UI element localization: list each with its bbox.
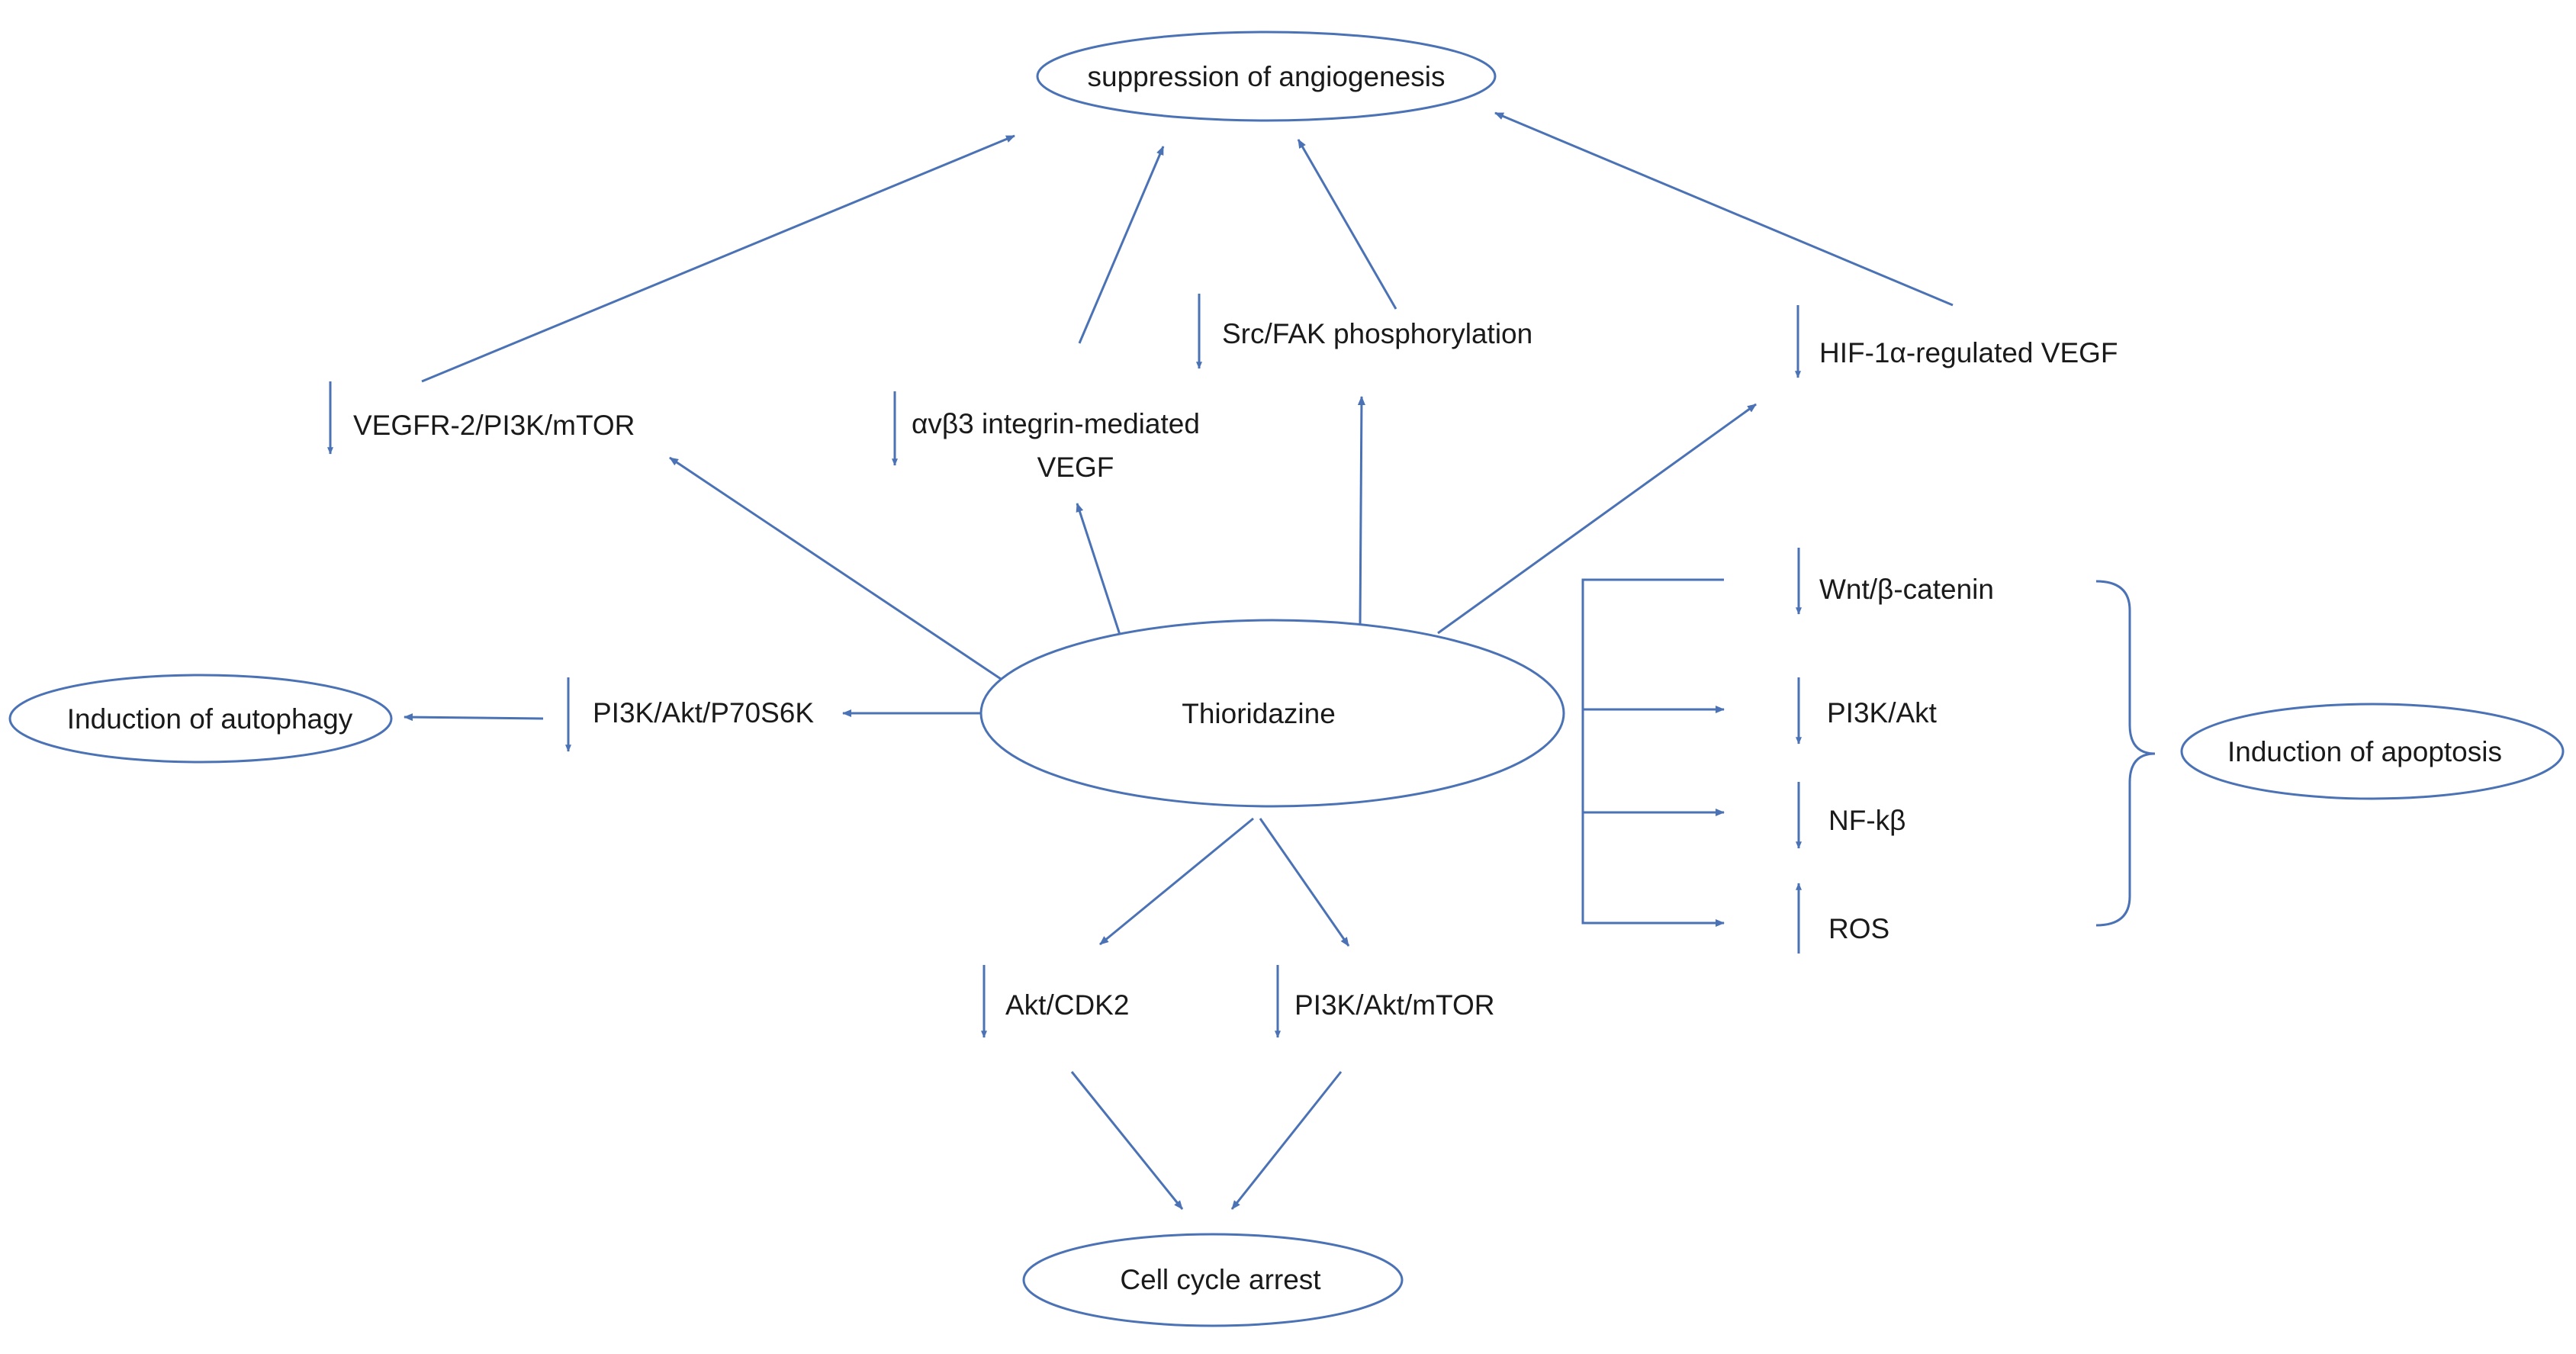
- edge-thio-to-akt-cdk2: [1099, 817, 1254, 946]
- cell-cycle-label: Cell cycle arrest: [1120, 1264, 1321, 1295]
- apoptosis-bracket: [2095, 580, 2156, 927]
- angiogenesis-label: suppression of angiogenesis: [1088, 61, 1446, 92]
- pathway-src-fak: Src/FAK phosphorylation: [1196, 294, 1532, 369]
- edge-thio-to-pi3k-mtor: [1259, 818, 1350, 947]
- pathway-vegfr2: VEGFR-2/PI3K/mTOR: [327, 381, 635, 455]
- node-autophagy: Induction of autophagy: [8, 674, 393, 764]
- wnt-label: Wnt/β-catenin: [1819, 574, 1994, 605]
- pathway-integrin: αvβ3 integrin-mediated VEGF: [892, 391, 1200, 483]
- integrin-label-line2: VEGF: [1037, 452, 1114, 483]
- pi3k-mtor-label: PI3K/Akt/mTOR: [1294, 989, 1495, 1021]
- integrin-label-line1: αvβ3 integrin-mediated: [912, 408, 1200, 439]
- vegfr2-label: VEGFR-2/PI3K/mTOR: [353, 410, 635, 441]
- pathway-akt-cdk2: Akt/CDK2: [981, 965, 1129, 1038]
- node-angiogenesis: suppression of angiogenesis: [1036, 31, 1497, 122]
- autophagy-label: Induction of autophagy: [67, 703, 353, 735]
- pathway-pi3k-p70: PI3K/Akt/P70S6K: [565, 677, 814, 752]
- apoptosis-label: Induction of apoptosis: [2227, 736, 2502, 767]
- edge-thio-to-hif: [1437, 403, 1757, 635]
- edge-apoptosis-connector: [1581, 578, 1725, 927]
- edge-vegfr2-to-angiogenesis: [421, 134, 1015, 383]
- edge-thio-to-src: [1357, 396, 1365, 626]
- pathway-pi3k-mtor: PI3K/Akt/mTOR: [1275, 965, 1495, 1038]
- akt-cdk2-label: Akt/CDK2: [1005, 989, 1129, 1021]
- node-apoptosis: Induction of apoptosis: [2180, 703, 2565, 800]
- node-cell-cycle: Cell cycle arrest: [1022, 1233, 1404, 1327]
- ros-label: ROS: [1828, 913, 1889, 944]
- pi3k-p70-label: PI3K/Akt/P70S6K: [593, 697, 814, 728]
- edge-akt-cdk2-to-cellcycle: [1070, 1071, 1184, 1210]
- edge-thio-to-vegfr2: [669, 456, 1002, 680]
- nfkb-label: NF-kβ: [1828, 805, 1905, 836]
- edge-thio-to-integrin: [1076, 503, 1123, 640]
- hif-label: HIF-1α-regulated VEGF: [1819, 337, 2118, 368]
- pathway-nfkb: NF-kβ: [1796, 782, 1905, 849]
- pathway-wnt: Wnt/β-catenin: [1796, 548, 1994, 615]
- pathway-hif: HIF-1α-regulated VEGF: [1795, 305, 2118, 378]
- edge-pi3k-p70-to-autophagy: [404, 713, 544, 722]
- edge-hif-to-angiogenesis: [1494, 111, 1954, 307]
- pathway-pi3k-akt: PI3K/Akt: [1796, 677, 1938, 745]
- pi3k-akt-label: PI3K/Akt: [1827, 697, 1938, 728]
- pathway-ros: ROS: [1796, 883, 1889, 954]
- thioridazine-label: Thioridazine: [1182, 698, 1336, 729]
- src-fak-label: Src/FAK phosphorylation: [1222, 318, 1532, 349]
- edge-integrin-to-angiogenesis: [1078, 146, 1165, 344]
- node-thioridazine: Thioridazine: [979, 619, 1565, 808]
- edge-pi3k-mtor-to-cellcycle: [1230, 1071, 1343, 1210]
- edge-src-to-angiogenesis: [1297, 139, 1397, 310]
